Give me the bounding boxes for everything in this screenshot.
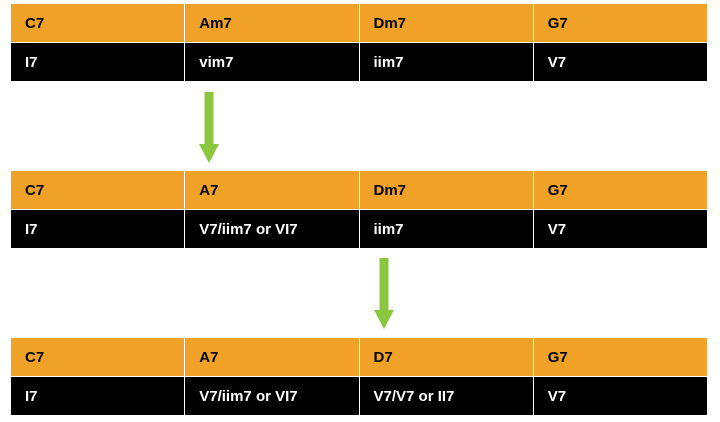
progression-table-3: C7 A7 D7 G7 I7 V7/iim7 or VI7 V7/V7 or I… [9, 337, 709, 416]
chord-cell: G7 [532, 3, 709, 43]
chord-cell: G7 [532, 337, 709, 377]
chord-cell: D7 [358, 337, 534, 377]
chord-cell: C7 [9, 3, 186, 43]
chord-cell: Dm7 [358, 3, 534, 43]
function-cell: iim7 [358, 42, 534, 82]
chord-cell: Am7 [184, 3, 360, 43]
function-row: I7 vim7 iim7 V7 [9, 42, 709, 82]
function-cell: I7 [9, 42, 186, 82]
arrow-down-icon [199, 92, 219, 163]
chord-cell: G7 [532, 170, 709, 210]
function-row: I7 V7/iim7 or VI7 iim7 V7 [9, 209, 709, 249]
function-cell: V7/iim7 or VI7 [184, 376, 360, 416]
function-cell: iim7 [358, 209, 534, 249]
chord-cell: A7 [184, 337, 360, 377]
chord-row: C7 Am7 Dm7 G7 [9, 3, 709, 43]
chord-cell: C7 [9, 337, 186, 377]
chord-cell: A7 [184, 170, 360, 210]
chord-row: C7 A7 D7 G7 [9, 337, 709, 377]
chord-cell: Dm7 [358, 170, 534, 210]
function-cell: V7/iim7 or VI7 [184, 209, 360, 249]
function-cell: V7 [532, 209, 709, 249]
function-cell: vim7 [184, 42, 360, 82]
function-cell: I7 [9, 209, 186, 249]
chord-cell: C7 [9, 170, 186, 210]
arrow-down-icon [374, 258, 394, 329]
chord-row: C7 A7 Dm7 G7 [9, 170, 709, 210]
progression-table-1: C7 Am7 Dm7 G7 I7 vim7 iim7 V7 [9, 3, 709, 82]
function-cell: V7 [532, 42, 709, 82]
function-row: I7 V7/iim7 or VI7 V7/V7 or II7 V7 [9, 376, 709, 416]
function-cell: V7 [532, 376, 709, 416]
function-cell: I7 [9, 376, 186, 416]
progression-table-2: C7 A7 Dm7 G7 I7 V7/iim7 or VI7 iim7 V7 [9, 170, 709, 249]
function-cell: V7/V7 or II7 [358, 376, 534, 416]
